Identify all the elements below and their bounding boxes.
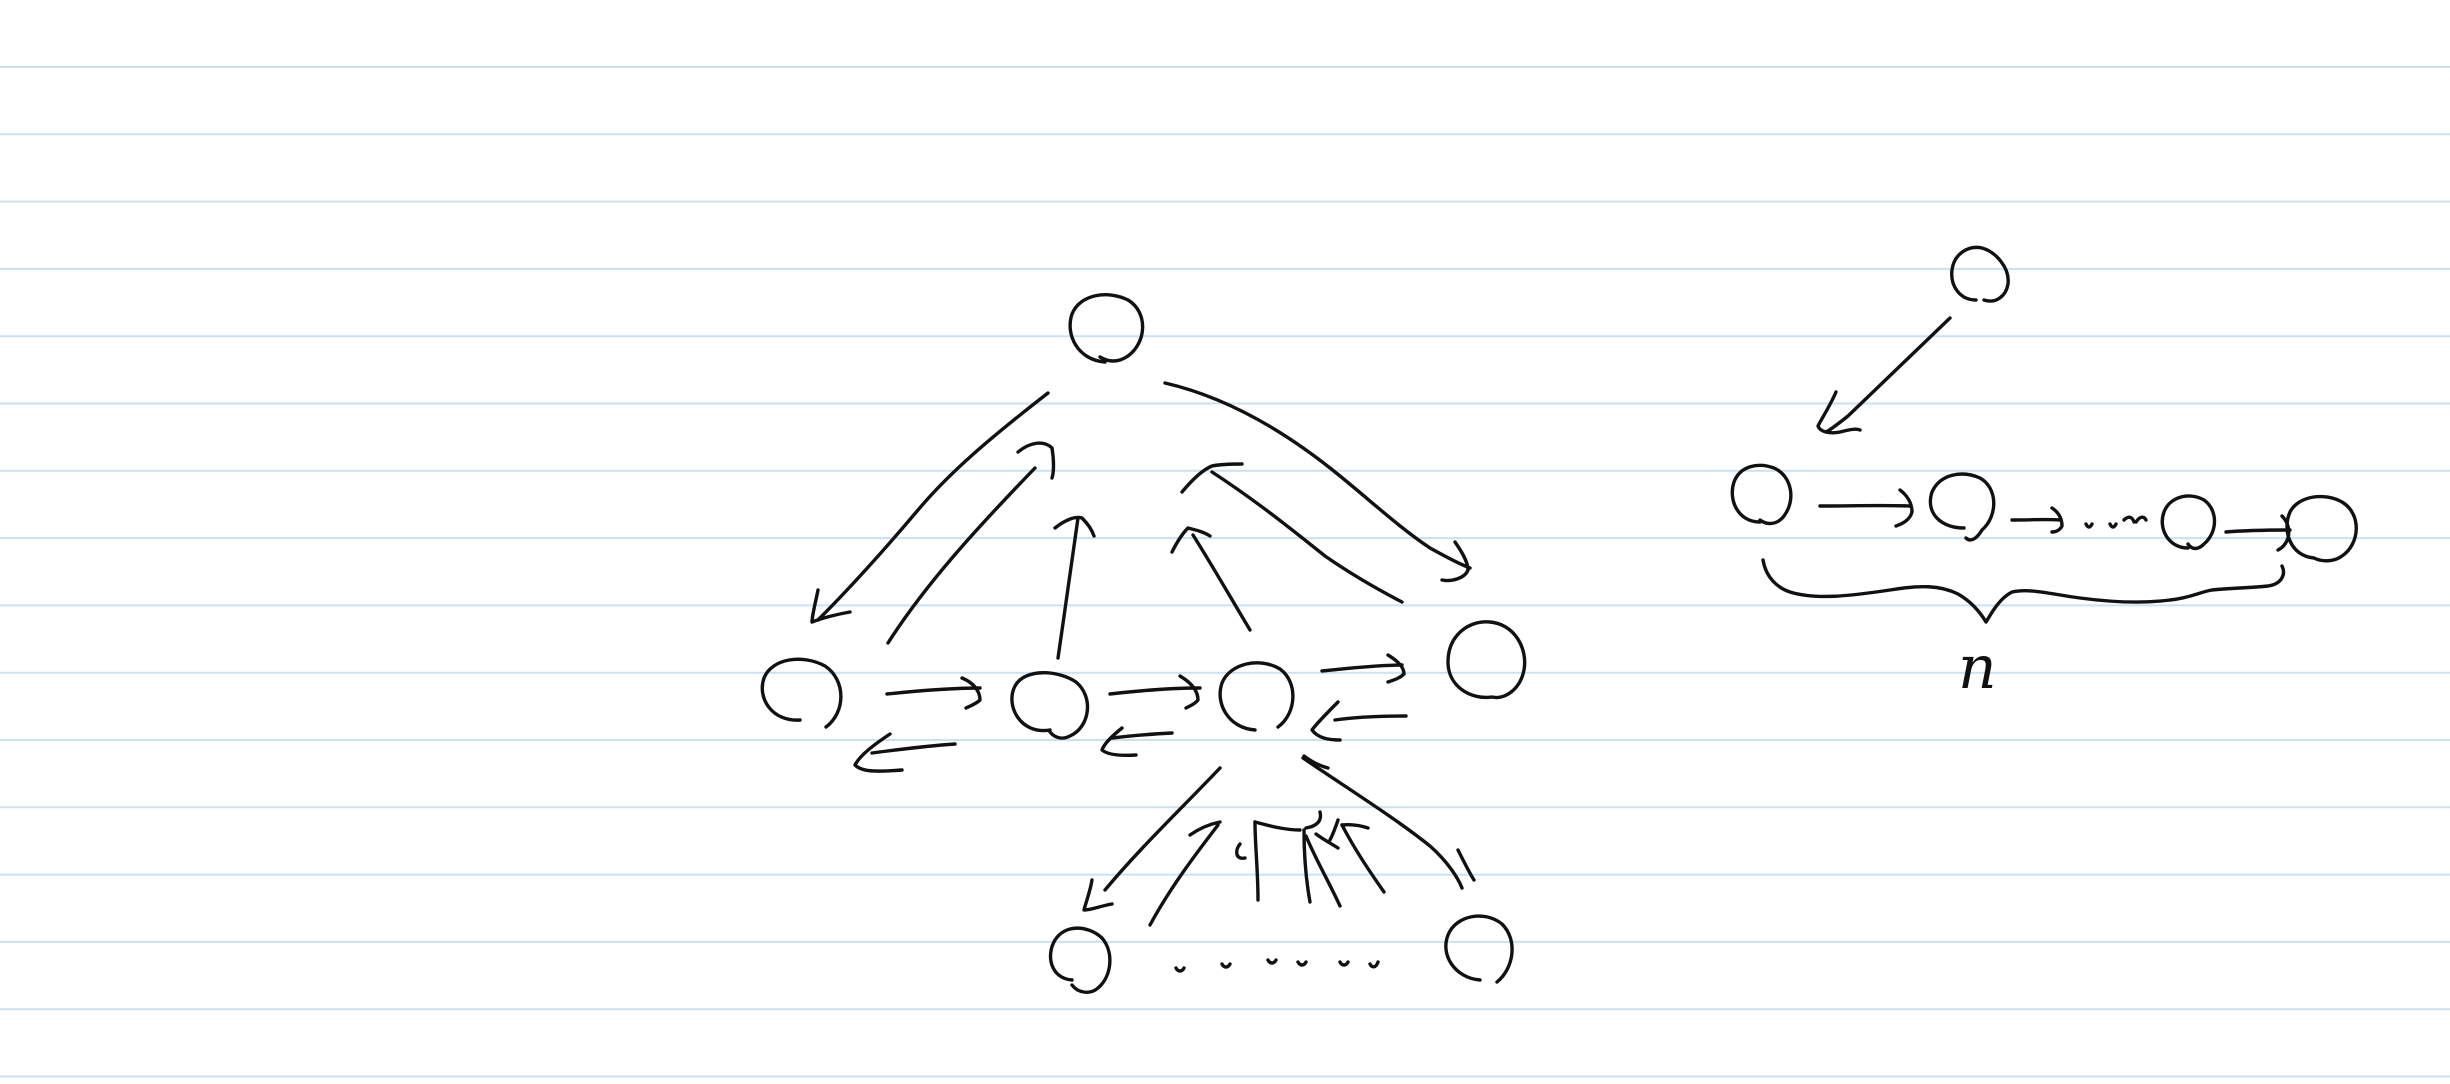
chain-ellipsis — [2084, 515, 2148, 529]
fan-stroke-3 — [1253, 820, 1302, 832]
chain-arrow-2-head — [2050, 506, 2064, 534]
node3-to-root-arrow — [1191, 533, 1252, 632]
fan-stroke-6 — [1304, 834, 1342, 908]
middle-node-3 — [1218, 661, 1295, 732]
node2-to-node1-arrow — [870, 742, 957, 755]
node3-to-node4-arrow — [1320, 663, 1404, 673]
root-to-left-arrow-head — [810, 588, 852, 624]
chain-length-label: n — [1958, 633, 1997, 703]
chain-node-last — [2285, 494, 2358, 563]
node2-to-node3-arrow — [1108, 686, 1202, 696]
root-to-left-arrow — [816, 391, 1050, 622]
chain-node-3 — [2160, 494, 2217, 551]
node1-to-node2-arrow — [885, 686, 982, 696]
fan-stroke-7 — [1314, 832, 1340, 850]
node4-to-root-arrow-head — [1180, 462, 1244, 494]
bottom-node-left — [1048, 926, 1112, 994]
fan-stroke-9 — [1340, 823, 1386, 894]
bottom-ellipsis — [1174, 958, 1380, 973]
chain-node-1 — [1730, 463, 1793, 526]
node2-to-root-arrow — [1056, 516, 1080, 660]
fan-stroke-5 — [1304, 810, 1323, 830]
middle-node-4 — [1446, 620, 1527, 700]
node1-to-node2-arrow-head — [960, 676, 982, 710]
node3-to-root-arrow-head — [1170, 526, 1212, 554]
node3-to-bottom-right-arrow — [1301, 756, 1464, 890]
node3-bottom-tick — [1302, 754, 1330, 770]
tree-diagram — [760, 293, 1527, 994]
bottom-left-to-node3-arrow-head — [1188, 820, 1222, 837]
ruled-lines — [0, 66, 2450, 1078]
fan-stroke-1 — [1235, 842, 1247, 860]
node3-to-node2-arrow-head — [1100, 726, 1138, 758]
middle-node-1 — [760, 657, 843, 729]
node3-to-bottom-right-arrow-head — [1456, 848, 1476, 882]
left-to-root-arrow-head — [1016, 441, 1056, 480]
left-to-root-arrow — [886, 466, 1037, 645]
chain-top-node — [1950, 245, 2010, 303]
fan-stroke-2 — [1253, 820, 1260, 902]
chain-arrow-3 — [2224, 528, 2292, 534]
root-to-node4-arrow-head — [1440, 540, 1470, 583]
node2-to-node3-arrow-head — [1178, 674, 1200, 710]
fan-stroke-8 — [1328, 818, 1340, 842]
node3-to-bottom-left-arrow — [1103, 766, 1222, 892]
top-to-chain-arrow-head — [1816, 390, 1862, 435]
node2-to-node1-arrow-head — [853, 732, 904, 773]
node4-to-node3-arrow-head — [1310, 700, 1342, 742]
top-to-chain-arrow — [1824, 316, 1952, 434]
fan-stroke-10 — [1340, 823, 1370, 830]
chain-diagram: n — [1730, 245, 2358, 703]
chain-brace — [1761, 558, 2286, 624]
root-node — [1068, 293, 1145, 364]
node2-to-root-arrow-head — [1053, 515, 1096, 538]
bottom-node-right — [1444, 914, 1514, 984]
node4-to-root-arrow — [1210, 470, 1404, 604]
chain-arrow-1-head — [1894, 488, 1914, 528]
bottom-left-to-node3-arrow — [1148, 823, 1220, 927]
node4-to-node3-arrow — [1333, 714, 1408, 722]
root-to-node4-arrow — [1163, 381, 1472, 570]
node3-to-bottom-left-arrow-head — [1082, 878, 1114, 912]
fan-stroke-4 — [1302, 828, 1312, 904]
chain-node-2 — [1928, 472, 1996, 542]
node3-to-node2-arrow — [1110, 731, 1174, 740]
middle-node-2 — [1010, 671, 1090, 740]
node3-to-node4-arrow-head — [1386, 653, 1406, 684]
